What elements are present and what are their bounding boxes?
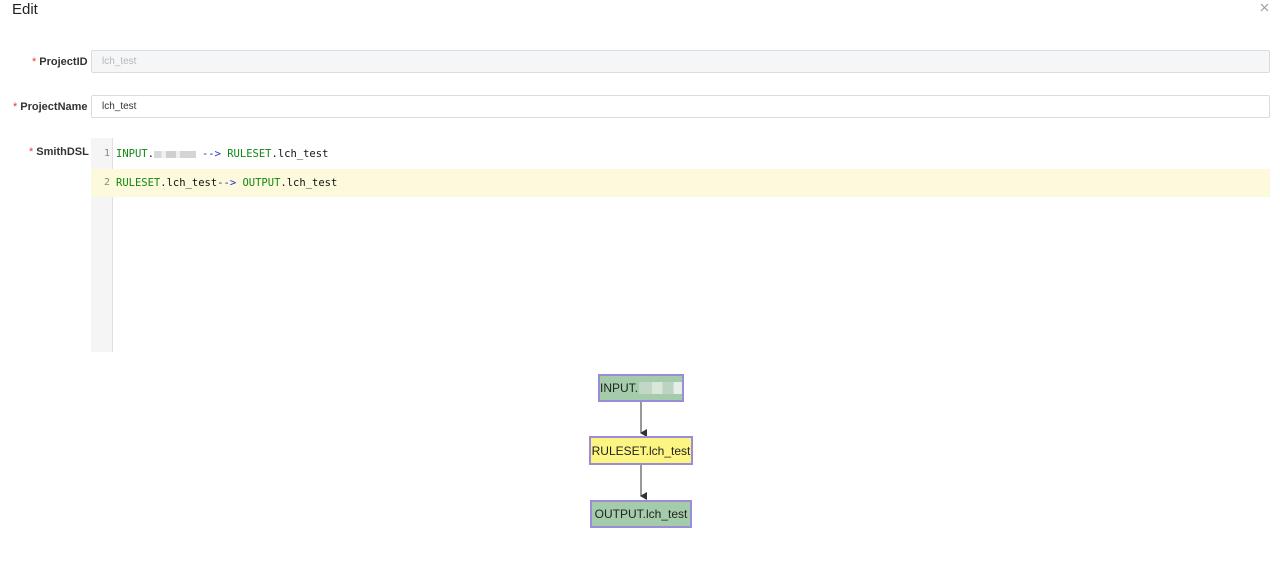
- redacted-text: [639, 382, 682, 394]
- ruleset-name: lch_test: [277, 148, 329, 160]
- smith-dsl-label: *SmithDSL: [29, 146, 89, 158]
- arrow-token: -->: [201, 148, 221, 160]
- required-mark: *: [32, 56, 37, 68]
- output-keyword: OUTPUT: [242, 177, 281, 189]
- smith-dsl-editor[interactable]: 1 INPUT.--> RULESET.lch_test 2 RULESET.l…: [91, 138, 1270, 352]
- arrow-token: -->: [217, 177, 237, 189]
- ruleset-keyword: RULESET: [116, 177, 161, 189]
- node-ruleset[interactable]: RULESET.lch_test: [589, 436, 693, 465]
- line-number: 2: [103, 177, 110, 188]
- redacted-text: [153, 150, 196, 158]
- input-keyword: INPUT: [116, 148, 148, 160]
- code-line-2[interactable]: 2 RULESET.lch_test--> OUTPUT.lch_test: [91, 169, 1270, 197]
- modal-title: Edit: [12, 1, 38, 18]
- output-name: lch_test: [286, 177, 338, 189]
- project-name-label: *ProjectName: [13, 101, 88, 113]
- node-input[interactable]: INPUT.: [598, 374, 684, 402]
- ruleset-keyword: RULESET: [227, 148, 272, 160]
- project-id-input[interactable]: [91, 50, 1270, 73]
- project-id-label: *ProjectID: [32, 56, 88, 68]
- close-icon[interactable]: [1258, 1, 1271, 14]
- line-number: 1: [103, 148, 110, 159]
- flow-edges: [640, 402, 647, 500]
- required-mark: *: [29, 146, 34, 158]
- code-line-1[interactable]: 1 INPUT.--> RULESET.lch_test: [91, 140, 1270, 168]
- node-output[interactable]: OUTPUT.lch_test: [590, 500, 692, 528]
- required-mark: *: [13, 101, 18, 113]
- project-name-input[interactable]: [91, 95, 1270, 118]
- flow-diagram: INPUT. RULESET.lch_test OUTPUT.lch_test: [0, 360, 1280, 560]
- ruleset-name: lch_test: [166, 177, 218, 189]
